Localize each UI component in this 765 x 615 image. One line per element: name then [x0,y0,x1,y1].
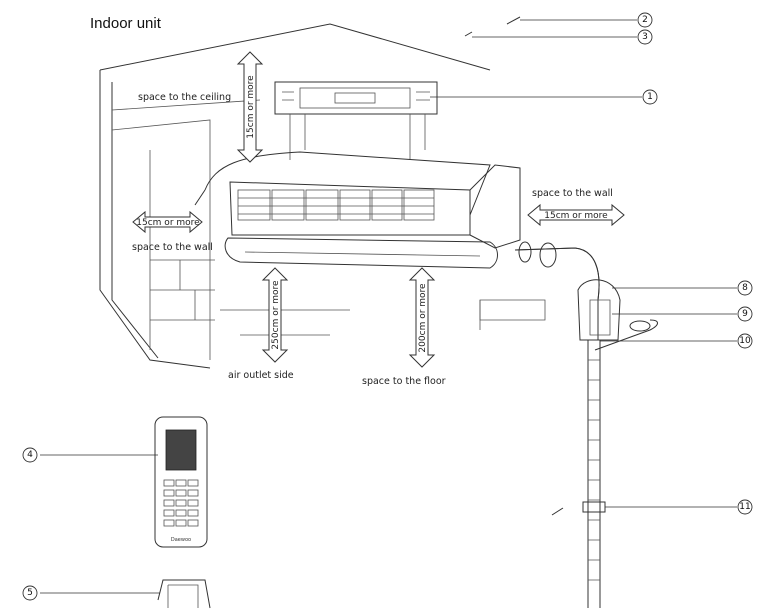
right-wall-arrow: 15cm or more [527,203,625,227]
callout-5: 5 [27,588,33,598]
callout-11: 11 [739,502,750,512]
ceiling-dimension: 15cm or more [246,75,256,139]
floor-dimension: 200cm or more [418,283,428,353]
right-wall-dimension: 15cm or more [544,211,608,221]
room-walls [99,23,546,369]
outlet-arrow: 250cm or more [261,267,289,363]
pipe-assembly [514,241,658,608]
indoor-unit [194,151,521,269]
callout-4: 4 [27,450,33,460]
ceiling-label: space to the ceiling [138,92,231,103]
air-outlet-label: air outlet side [228,370,294,381]
remote-buttons [163,479,199,527]
callout-10: 10 [739,336,751,346]
remote-screen [165,429,197,471]
callout-9: 9 [742,309,748,319]
diagram-title: Indoor unit [90,15,162,32]
floor-label: space to the floor [362,376,446,387]
ceiling-arrow: 15cm or more [236,51,264,163]
left-wall-arrow: 15cm or more [132,210,203,234]
screw-icon [464,16,564,516]
callout-2: 2 [642,15,648,25]
floor-arrow: 200cm or more [408,267,436,368]
wall-sleeve [157,579,211,609]
callout-3: 3 [642,32,648,42]
callouts: 1 2 3 4 5 8 9 10 11 [22,12,753,601]
filter-grille [237,189,435,221]
remote-brand-logo: Daewoo [171,537,191,543]
callout-8: 8 [742,283,748,293]
mounting-plate [274,81,438,160]
callout-1: 1 [647,92,653,102]
remote-control: Daewoo [154,416,208,548]
left-wall-dimension: 15cm or more [136,218,200,228]
left-wall-label: space to the wall [132,242,213,253]
right-wall-label: space to the wall [532,188,613,199]
outlet-dimension: 250cm or more [271,280,281,350]
